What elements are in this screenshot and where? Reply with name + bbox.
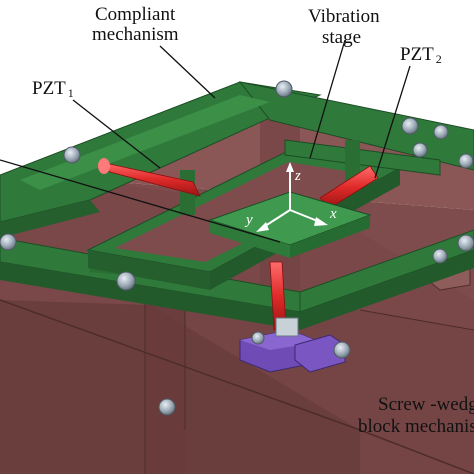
leader-lines [0, 39, 411, 243]
vibration-stage [208, 191, 372, 258]
label-pzt-1-main: PZT [32, 78, 66, 99]
label-screw-line1: Screw -wedge [378, 394, 474, 415]
leader-pzt1 [72, 99, 161, 169]
leader-pzt2 [374, 65, 411, 179]
label-vibration-line1: Vibration [308, 6, 380, 27]
axis-label-y: y [244, 212, 253, 228]
label-vibration-line2: stage [322, 27, 362, 48]
axis-label-z: z [294, 168, 301, 184]
label-screw-line2: block mechanism [358, 416, 474, 437]
pzt-1-actuator [98, 158, 201, 197]
label-pzt-2-main: PZT [400, 44, 434, 65]
axis-triad: z x y [244, 162, 337, 232]
leader-vibration-stage [309, 39, 346, 159]
leader-compliant [159, 45, 216, 99]
leader-left [0, 159, 281, 243]
screw-wedge-block [239, 317, 351, 373]
label-pzt-1-sub: 1 [67, 86, 74, 100]
label-compliant-line1: Compliant [95, 4, 176, 25]
axis-label-x: x [329, 206, 337, 222]
label-pzt-2-sub: 2 [435, 52, 442, 66]
label-compliant-line2: mechanism [92, 24, 179, 45]
screw-heads [0, 80, 474, 416]
